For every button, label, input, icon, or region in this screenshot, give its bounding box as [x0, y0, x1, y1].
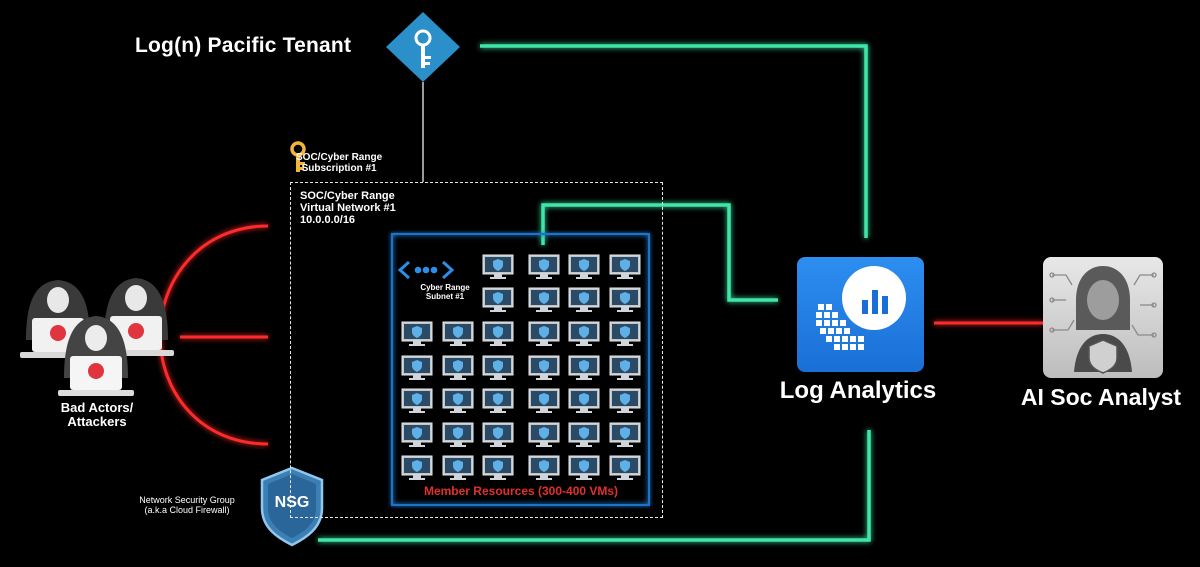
vm-monitor-icon	[401, 321, 433, 346]
log-analytics-label: Log Analytics	[779, 377, 937, 404]
tenant-title: Log(n) Pacific Tenant	[135, 34, 352, 57]
vm-monitor-icon	[528, 355, 560, 380]
vm-monitor-icon	[609, 455, 641, 480]
vm-monitor-icon	[528, 455, 560, 480]
subscription-label-line1: SOC/Cyber Range	[296, 152, 383, 163]
vnet-label-line3: 10.0.0.0/16	[300, 214, 356, 226]
attackers-label: Bad Actors/ Attackers	[44, 401, 150, 429]
vnet-label-line1: SOC/Cyber Range	[300, 190, 395, 202]
nsg-label: Network Security Group (a.k.a Cloud Fire…	[112, 495, 262, 515]
vm-monitor-icon	[482, 422, 514, 447]
virtual-network-box	[290, 182, 663, 518]
subscription-key-icon	[290, 141, 306, 172]
vm-monitor-icon	[482, 287, 514, 312]
nsg-badge-text: NSG	[274, 494, 310, 511]
subnet-label-line1: Cyber Range	[420, 283, 470, 292]
attackers-label-line1: Bad Actors/	[60, 400, 134, 415]
tenant-key-icon	[386, 12, 460, 82]
vm-monitor-icon	[442, 422, 474, 447]
ai-analyst-glyph	[1049, 266, 1157, 374]
vm-monitor-icon	[568, 287, 600, 312]
vm-monitor-icon	[442, 321, 474, 346]
vm-monitor-icon	[568, 355, 600, 380]
vm-monitor-icon	[609, 287, 641, 312]
vm-monitor-icon	[401, 355, 433, 380]
vm-monitor-icon	[401, 388, 433, 413]
vm-monitor-icon	[568, 254, 600, 279]
member-resources-label: Member Resources (300-400 VMs)	[423, 484, 619, 498]
vm-monitor-icon	[482, 455, 514, 480]
nsg-shield-icon	[260, 466, 324, 547]
log-analytics-glyph	[816, 266, 906, 350]
vnet-label: SOC/Cyber Range Virtual Network #1 10.0.…	[300, 190, 396, 226]
vm-monitor-icon	[528, 422, 560, 447]
vm-monitor-icon	[609, 321, 641, 346]
vm-monitor-icon	[568, 455, 600, 480]
vm-monitor-icon	[568, 422, 600, 447]
nsg-to-la-line	[318, 430, 871, 542]
vm-monitor-icon	[568, 388, 600, 413]
vm-monitor-icon	[482, 321, 514, 346]
hacker-group-icon	[20, 278, 174, 396]
subscription-label-line2: Subscription #1	[301, 163, 377, 174]
vm-monitor-icon	[528, 287, 560, 312]
vnet-label-line2: Virtual Network #1	[300, 202, 396, 214]
subnet-to-la-line	[541, 203, 778, 302]
vm-monitor-icon	[401, 422, 433, 447]
vm-monitor-icon	[442, 355, 474, 380]
nsg-label-line1: Network Security Group	[139, 495, 235, 505]
vm-monitor-icon	[442, 388, 474, 413]
vm-grid	[401, 254, 641, 480]
vm-monitor-icon	[609, 355, 641, 380]
vm-monitor-icon	[609, 254, 641, 279]
subnet-label-line2: Subnet #1	[425, 292, 465, 301]
vm-monitor-icon	[528, 321, 560, 346]
subnet-label: Cyber Range Subnet #1	[418, 283, 472, 301]
tenant-to-la-line	[480, 44, 868, 238]
vm-monitor-icon	[482, 388, 514, 413]
attackers-label-line2: Attackers	[67, 414, 127, 429]
vm-monitor-icon	[528, 388, 560, 413]
vm-monitor-icon	[568, 321, 600, 346]
ai-analyst-label: AI Soc Analyst	[1020, 384, 1182, 410]
subnet-box	[391, 233, 650, 506]
vm-monitor-icon	[401, 455, 433, 480]
vm-monitor-icon	[482, 254, 514, 279]
vm-monitor-icon	[442, 455, 474, 480]
subscription-label: SOC/Cyber Range Subscription #1	[296, 152, 382, 174]
nsg-label-line2: (a.k.a Cloud Firewall)	[144, 505, 230, 515]
vm-monitor-icon	[528, 254, 560, 279]
subnet-brackets-icon	[397, 260, 455, 280]
vm-monitor-icon	[482, 355, 514, 380]
vm-monitor-icon	[609, 388, 641, 413]
hacker-icon	[58, 316, 134, 396]
vm-monitor-icon	[609, 422, 641, 447]
